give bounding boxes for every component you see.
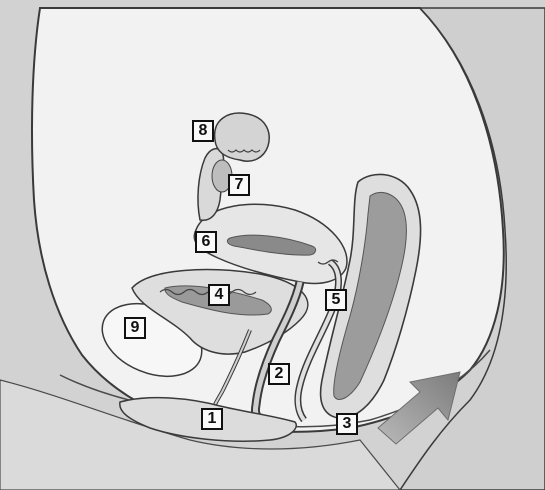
label-2: 2 (268, 363, 290, 385)
organ-8-ovary (215, 113, 270, 161)
label-9: 9 (124, 317, 146, 339)
label-4: 4 (208, 284, 230, 306)
label-7: 7 (228, 174, 250, 196)
label-6: 6 (195, 231, 217, 253)
label-3: 3 (336, 413, 358, 435)
label-5: 5 (325, 289, 347, 311)
label-1: 1 (201, 408, 223, 430)
label-8: 8 (192, 120, 214, 142)
